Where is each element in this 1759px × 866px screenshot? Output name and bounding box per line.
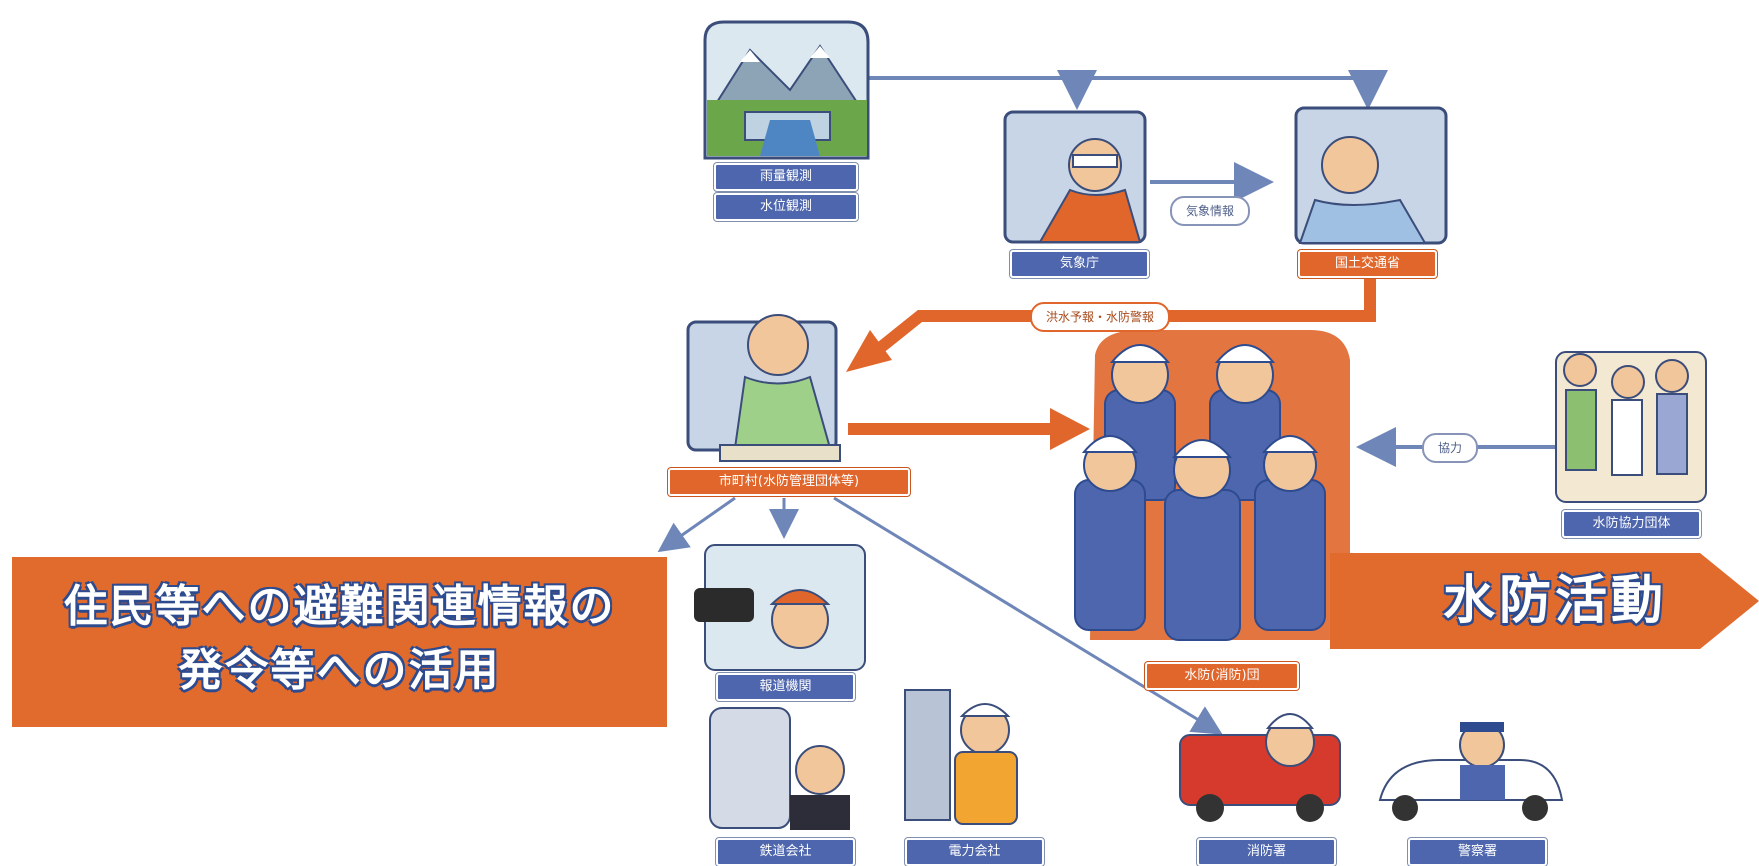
edge-label-weather-info: 気象情報 [1170, 196, 1251, 226]
evacuation-info-callout: 住民等への避難関連情報の 発令等への活用 [12, 557, 667, 727]
municipality-illustration [686, 314, 841, 462]
label-mlit: 国土交通省 [1298, 250, 1437, 278]
flood-activity-arrow-shape [1330, 553, 1759, 649]
railway-illustration [709, 707, 850, 830]
flood-activity-callout: 水防活動 [1330, 553, 1759, 649]
evacuation-callout-line1: 住民等への避難関連情報の [63, 581, 616, 632]
flood-activity-callout-text: 水防活動 [1442, 571, 1667, 631]
label-cooperation-group: 水防協力団体 [1562, 510, 1701, 538]
jma-illustration [1003, 110, 1147, 244]
label-water-level-observation: 水位観測 [714, 193, 858, 221]
arrow-municipality-to-team [848, 408, 1090, 450]
label-jma: 気象庁 [1010, 250, 1149, 278]
label-power: 電力会社 [905, 838, 1044, 866]
label-flood-team: 水防(消防)団 [1145, 662, 1299, 690]
media-illustration [694, 544, 866, 671]
edge-label-flood-forecast: 洪水予報・水防警報 [1030, 302, 1171, 332]
edge-label-cooperation: 協力 [1422, 433, 1479, 463]
label-rainfall-observation: 雨量観測 [714, 163, 858, 191]
observation-illustration [703, 20, 870, 160]
fire-illustration [1179, 713, 1341, 822]
arrows-distribution [657, 496, 1223, 735]
arrow-observation-to-agencies [860, 70, 1388, 110]
evacuation-callout-line2: 発令等への活用 [178, 645, 501, 696]
mlit-illustration [1294, 106, 1448, 245]
police-illustration [1378, 722, 1564, 821]
label-municipality: 市町村(水防管理団体等) [668, 468, 910, 496]
cooperation-illustration [1555, 351, 1707, 503]
label-police: 警察署 [1408, 838, 1547, 866]
flood-team-illustration [1074, 330, 1350, 641]
power-illustration [904, 689, 1018, 825]
label-media: 報道機関 [716, 673, 855, 701]
